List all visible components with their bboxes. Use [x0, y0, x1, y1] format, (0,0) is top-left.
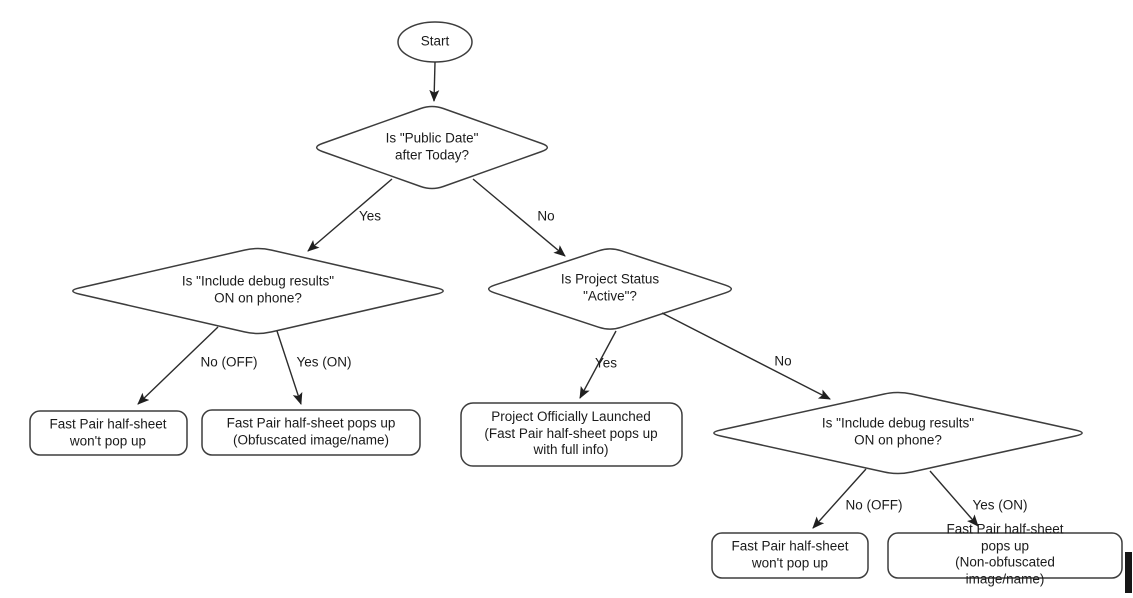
arrow-project-status-no	[661, 312, 831, 400]
arrow-start-to-public-date	[429, 61, 440, 102]
decision-public-date-shape	[315, 105, 549, 190]
outcome-no-popup-left-label: Fast Pair half-sheet won't pop up	[49, 416, 167, 448]
outcome-obfuscated-shape	[201, 409, 421, 456]
edge-label-debug-right-no: No (OFF)	[845, 497, 903, 513]
edge-label-public-date-yes: Yes	[358, 208, 382, 224]
decision-debug-left-shape	[72, 247, 444, 335]
arrow-debug-left-no	[137, 326, 219, 405]
edge-label-project-status-yes: Yes	[594, 355, 618, 371]
edge-label-public-date-no: No	[537, 208, 555, 224]
outcome-non-obfuscated-label: Fast Pair half-sheet pops up (Non-obfusc…	[946, 521, 1064, 587]
decision-debug-right-label: Is "Include debug results" ON on phone?	[821, 415, 975, 447]
decision-project-status-shape	[487, 248, 733, 330]
outcome-non-obfuscated-shape	[887, 532, 1123, 579]
arrow-project-status-yes	[579, 330, 617, 399]
decision-public-date-label: Is "Public Date" after Today?	[385, 130, 479, 162]
decision-debug-left-label: Is "Include debug results" ON on phone?	[181, 273, 335, 305]
arrow-debug-right-yes	[929, 470, 979, 527]
decision-debug-right-shape	[713, 391, 1083, 475]
arrow-public-date-yes	[307, 178, 393, 252]
arrow-debug-right-no	[812, 468, 867, 529]
outcome-obfuscated-label: Fast Pair half-sheet pops up (Obfuscated…	[226, 415, 396, 447]
outcome-launched-label: Project Officially Launched (Fast Pair h…	[484, 408, 658, 458]
edge-label-debug-right-yes: Yes (ON)	[972, 497, 1028, 513]
arrow-debug-left-yes	[276, 330, 303, 405]
decision-project-status-label: Is Project Status "Active"?	[560, 271, 660, 303]
edge-label-debug-left-yes: Yes (ON)	[296, 354, 352, 370]
outcome-launched-shape	[460, 402, 683, 467]
edge-label-debug-left-no: No (OFF)	[200, 354, 258, 370]
arrow-public-date-no	[472, 178, 566, 257]
edge-label-project-status-no: No	[774, 353, 792, 369]
text-cursor-artifact	[1125, 552, 1132, 593]
start-node-label: Start	[420, 33, 450, 49]
outcome-no-popup-left-shape	[29, 410, 188, 456]
outcome-no-popup-right-label: Fast Pair half-sheet won't pop up	[731, 538, 849, 570]
outcome-no-popup-right-shape	[711, 532, 869, 579]
